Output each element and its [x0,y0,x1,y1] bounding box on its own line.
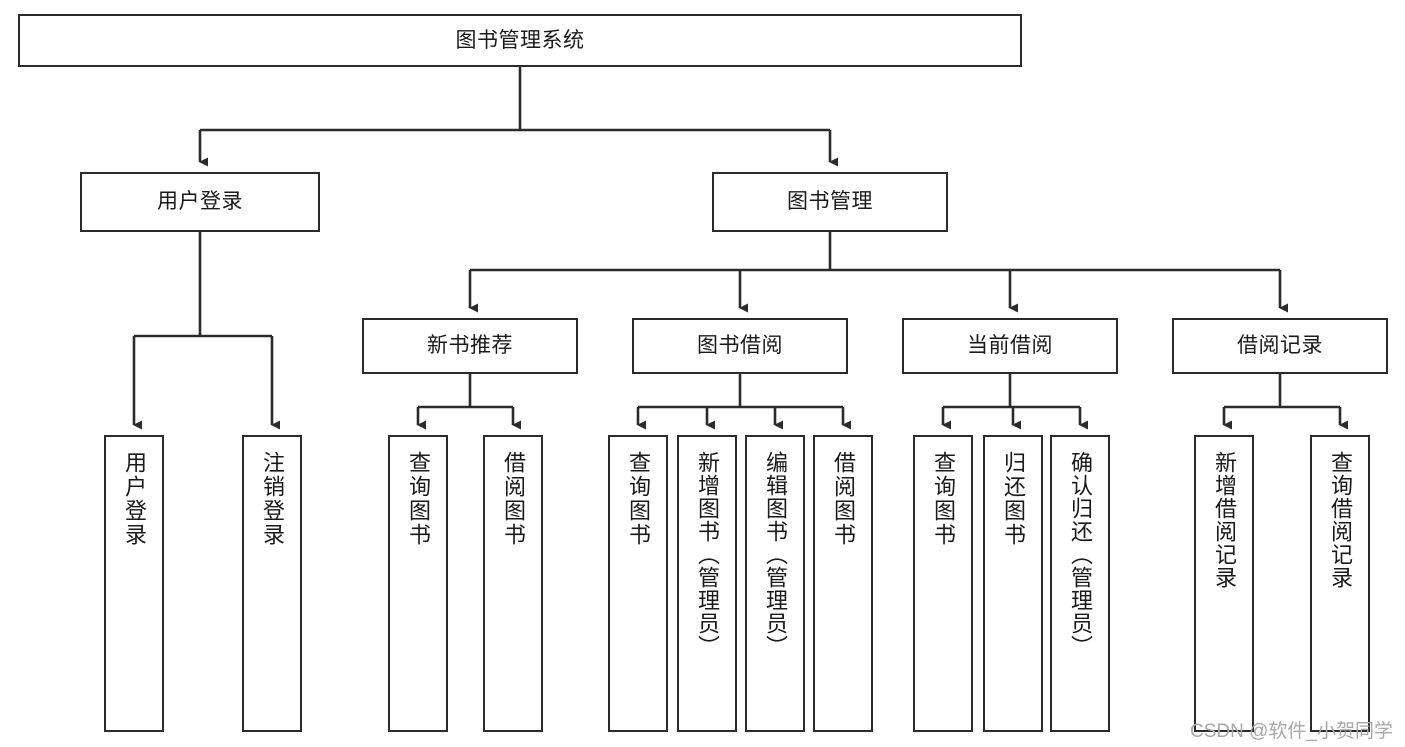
node-label: 确认归还（管理员） [1067,451,1093,658]
node-label: 图书管理 [787,190,873,214]
node-label: 归还图书 [1000,451,1026,547]
connector-recommend-to-leaves [416,374,521,430]
node-label: 查询借阅记录 [1327,451,1353,589]
node-leaf-query-record[interactable]: 查询借阅记录 [1310,435,1370,732]
node-label: 新书推荐 [427,334,513,358]
node-leaf-borrow-book-2[interactable]: 借阅图书 [813,435,873,732]
node-label: 注销登录 [259,451,285,547]
node-label: 新增图书（管理员） [694,451,720,658]
node-current-borrow[interactable]: 当前借阅 [902,318,1118,374]
node-label: 查询图书 [405,451,431,547]
node-label: 查询图书 [625,451,651,547]
node-leaf-add-record[interactable]: 新增借阅记录 [1194,435,1254,732]
node-label: 用户登录 [157,190,243,214]
node-label: 用户登录 [121,451,147,547]
node-new-book-recommend[interactable]: 新书推荐 [362,318,578,374]
node-leaf-user-logout[interactable]: 注销登录 [242,435,302,732]
node-label: 当前借阅 [967,334,1053,358]
node-label: 借阅图书 [830,451,856,547]
node-leaf-add-book[interactable]: 新增图书（管理员） [677,435,737,732]
node-label: 图书借阅 [697,334,783,358]
node-leaf-query-book-2[interactable]: 查询图书 [608,435,668,732]
node-leaf-confirm-return[interactable]: 确认归还（管理员） [1050,435,1110,732]
connector-borrow-to-leaves [636,374,851,430]
node-leaf-return-book[interactable]: 归还图书 [983,435,1043,732]
node-label: 借阅图书 [500,451,526,547]
node-leaf-edit-book[interactable]: 编辑图书（管理员） [745,435,805,732]
node-user-login[interactable]: 用户登录 [80,172,320,232]
node-book-manage[interactable]: 图书管理 [712,172,948,232]
connector-book-manage-to-l2 [468,232,1288,313]
node-label: 图书管理系统 [455,28,585,52]
node-leaf-query-book-3[interactable]: 查询图书 [913,435,973,732]
connector-root-to-l1 [198,67,838,167]
connector-current-to-leaves [941,374,1088,430]
node-label: 编辑图书（管理员） [762,451,788,658]
node-borrow-record[interactable]: 借阅记录 [1172,318,1388,374]
node-leaf-query-book-1[interactable]: 查询图书 [388,435,448,732]
node-label: 新增借阅记录 [1211,451,1237,589]
node-label: 借阅记录 [1237,334,1323,358]
node-book-borrow[interactable]: 图书借阅 [632,318,848,374]
node-leaf-user-login[interactable]: 用户登录 [104,435,164,732]
node-label: 查询图书 [930,451,956,547]
node-root[interactable]: 图书管理系统 [18,14,1022,67]
node-leaf-borrow-book-1[interactable]: 借阅图书 [483,435,543,732]
connector-user-login-to-leaves [132,232,280,430]
connector-record-to-leaves [1222,374,1348,430]
connector-group [132,67,1348,430]
